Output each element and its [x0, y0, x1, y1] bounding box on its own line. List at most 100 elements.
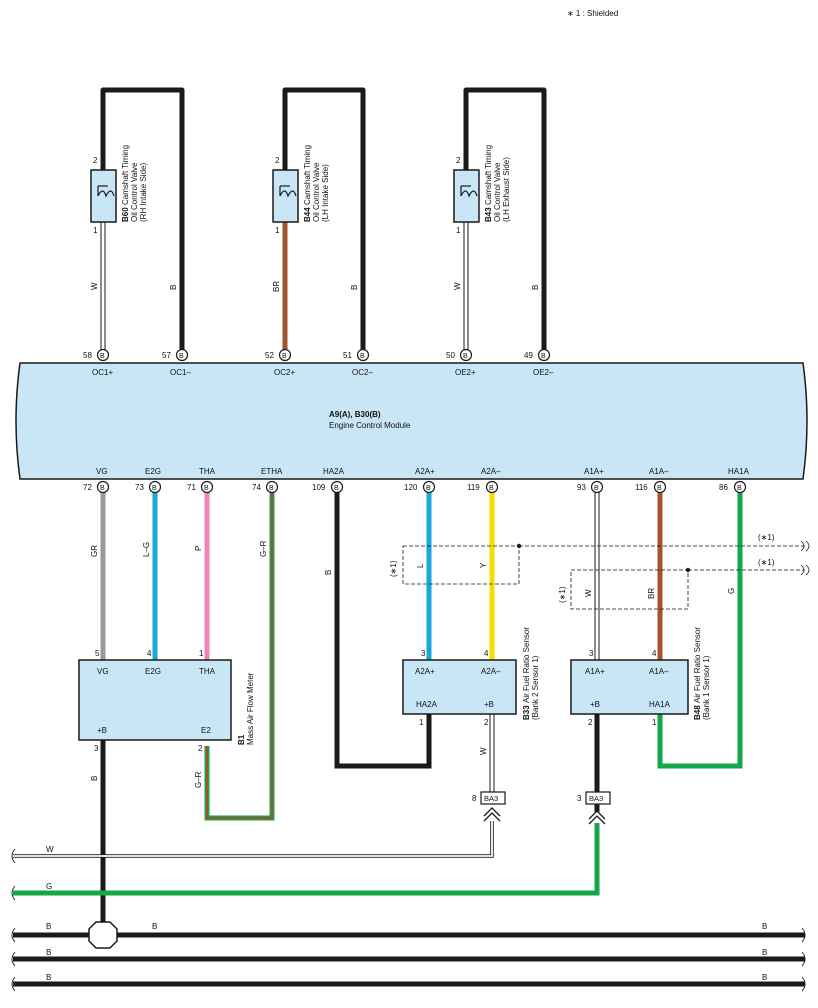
maf-pin-num: 1	[199, 649, 204, 658]
svg-text:B: B	[100, 485, 105, 492]
b33-pin-num: 3	[421, 649, 426, 658]
b48-pin-num: 3	[589, 649, 594, 658]
maf-pin-num: 5	[95, 649, 100, 658]
valve-b60-label: B60 Camshaft Timing Oil Control Valve (R…	[121, 145, 148, 222]
junction-chevron	[588, 810, 606, 825]
ecm-pin-num: 72	[83, 483, 92, 492]
ecm-pin-num: 58	[83, 351, 92, 360]
svg-text:(LH Intake Side): (LH Intake Side)	[321, 164, 330, 222]
wire-color-label: L–G	[142, 542, 151, 557]
ecm-pin-sig: HA2A	[323, 467, 345, 476]
wire-color-label: B	[324, 570, 333, 575]
svg-text:B: B	[152, 485, 157, 492]
maf-pin-sig: VG	[97, 667, 109, 676]
svg-text:Oil Control Valve: Oil Control Valve	[493, 162, 502, 222]
svg-text:B33: B33	[522, 705, 531, 720]
wire-color-label: G–R	[259, 540, 268, 557]
b33-pin-num: 1	[419, 718, 424, 727]
ecm-pin-sig: ETHA	[261, 467, 283, 476]
svg-text:B60: B60	[121, 207, 130, 222]
svg-text:B: B	[100, 353, 105, 360]
wire-color-label: P	[194, 546, 203, 551]
wire-ha2a	[334, 492, 432, 769]
af-sensor-b33-box	[402, 659, 517, 715]
shielded-note: ∗ 1 : Shielded	[567, 9, 618, 18]
ecm-pin-sig: OC1+	[92, 368, 113, 377]
svg-text:B1: B1	[237, 734, 246, 745]
svg-text:B44: B44	[303, 207, 312, 222]
b33-pin-sig: HA2A	[416, 700, 438, 709]
svg-text:Air Fuel Ratio Sensor: Air Fuel Ratio Sensor	[522, 627, 531, 703]
ecm-pin-num: 50	[446, 351, 455, 360]
shield-label: (∗1)	[389, 560, 398, 577]
wire-color-label: BR	[647, 588, 656, 599]
ecm-pin-sig: OC2+	[274, 368, 295, 377]
b33-pin-sig: A2A–	[481, 667, 501, 676]
junction-pin: 8	[472, 794, 477, 803]
svg-text:Camshaft Timing: Camshaft Timing	[121, 145, 130, 205]
maf-meter-box	[78, 659, 232, 741]
bus-label: B	[46, 973, 51, 982]
valve-b44-label: B44 Camshaft Timing Oil Control Valve (L…	[303, 145, 330, 222]
maf-label: B1 Mass Air Flow Meter	[237, 672, 255, 745]
shield-label: (∗1)	[558, 586, 567, 603]
valve-b44-pin-top: 2	[275, 156, 280, 165]
bus-g	[13, 823, 600, 896]
svg-text:B: B	[657, 485, 662, 492]
wire-color-label: W	[90, 282, 99, 290]
svg-text:(RH Intake Side): (RH Intake Side)	[139, 163, 148, 222]
ecm-name: Engine Control Module	[329, 421, 411, 430]
b48-label: B48 Air Fuel Ratio Sensor (Bank 1 Sensor…	[693, 627, 711, 720]
svg-text:B: B	[204, 485, 209, 492]
ecm-pin-num: 86	[719, 483, 728, 492]
wire-color-label: B	[169, 285, 178, 290]
svg-text:B: B	[594, 485, 599, 492]
b33-pin-num: 2	[484, 718, 489, 727]
svg-text:Camshaft Timing: Camshaft Timing	[303, 145, 312, 205]
ecm-pin-sig: A1A+	[584, 467, 604, 476]
break-mark	[800, 540, 810, 552]
ecm-pin-sig: OC1–	[170, 368, 191, 377]
svg-text:B: B	[426, 485, 431, 492]
ecm-pin-num: 93	[577, 483, 586, 492]
valve-b43-pin-bot: 1	[456, 226, 461, 235]
valve-b44	[272, 169, 299, 223]
svg-text:(Bank 1 Sensor 1): (Bank 1 Sensor 1)	[702, 655, 711, 720]
maf-pin-num: 4	[147, 649, 152, 658]
ecm-pin-num: 120	[404, 483, 418, 492]
valve-b44-pin-bot: 1	[275, 226, 280, 235]
valve-b60	[90, 169, 117, 223]
wire-color-label: W	[584, 589, 593, 597]
ecm-pin-sig: VG	[96, 467, 108, 476]
wire-color-label: L	[416, 563, 425, 568]
wire-color-label: Y	[479, 562, 488, 568]
svg-text:B43: B43	[484, 207, 493, 222]
valve-b60-pin-top: 2	[93, 156, 98, 165]
b48-pin-sig: A1A+	[585, 667, 605, 676]
maf-pin-sig: THA	[199, 667, 216, 676]
junction-code: BA3	[484, 794, 498, 803]
ecm-pin-num: 57	[162, 351, 171, 360]
bus-label: G	[46, 882, 52, 891]
wire-color-label: B	[350, 285, 359, 290]
bus-label: B	[762, 948, 767, 957]
bus-w	[13, 821, 494, 858]
ecm-pin-sig: HA1A	[728, 467, 750, 476]
svg-text:Camshaft Timing: Camshaft Timing	[484, 145, 493, 205]
ecm-pin-sig: A2A+	[415, 467, 435, 476]
maf-pin-sig: E2	[201, 726, 211, 735]
af-sensor-b48-box	[570, 659, 689, 715]
maf-pin-sig: E2G	[145, 667, 161, 676]
shield-ground-dot	[685, 567, 691, 573]
b48-pin-sig: +B	[590, 700, 600, 709]
bus-label: B	[762, 973, 767, 982]
valve-b43-label: B43 Camshaft Timing Oil Control Valve (L…	[484, 145, 511, 222]
junction-pin: 3	[577, 794, 582, 803]
svg-text:(Bank 2 Sensor 1): (Bank 2 Sensor 1)	[531, 655, 540, 720]
svg-text:B48: B48	[693, 705, 702, 720]
b48-pin-sig: HA1A	[649, 700, 671, 709]
svg-text:Air Fuel Ratio Sensor: Air Fuel Ratio Sensor	[693, 627, 702, 703]
break-marks-right	[801, 927, 806, 992]
break-mark	[800, 564, 810, 576]
